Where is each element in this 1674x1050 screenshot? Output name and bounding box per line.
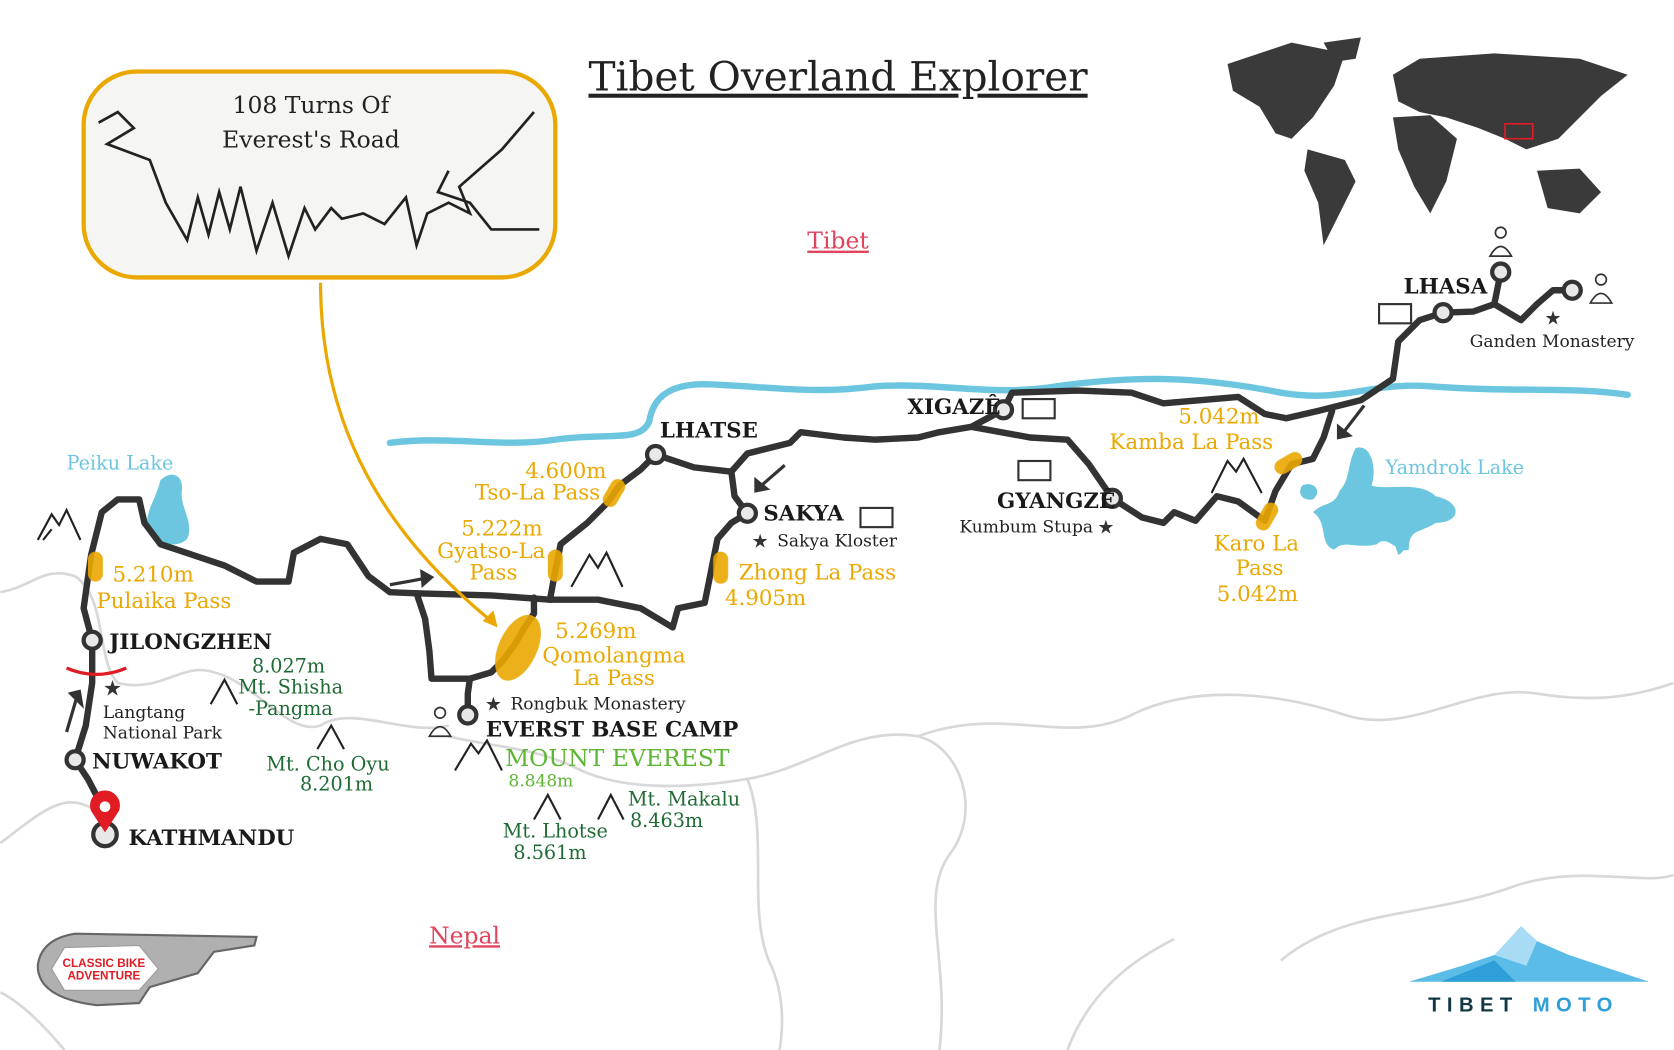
city-gyangze: GYANGZÊ <box>997 487 1115 514</box>
poi-icons: ★ ★ ★ ★ ★ <box>103 226 1614 738</box>
poi-kumbum: Kumbum Stupa <box>959 517 1093 537</box>
lake-label-peiku: Peiku Lake <box>67 452 174 475</box>
peak-makalu: Mt. Makalu <box>628 788 740 811</box>
route <box>71 268 1576 838</box>
mountain-icon <box>533 792 562 821</box>
peak-alt: 8.848m <box>508 771 573 791</box>
poi-langtang: Langtang <box>103 703 185 723</box>
pass-name: Pass <box>1236 556 1284 581</box>
star-icon: ★ <box>1544 306 1561 329</box>
city-lhasa: LHASA <box>1404 274 1488 299</box>
logo-text-moto: MOTO <box>1533 995 1619 1017</box>
logo-text-tibet: TIBET <box>1428 995 1519 1017</box>
peak-alt: 8.201m <box>300 773 373 796</box>
peak-shisha: Mt. Shisha <box>238 676 343 699</box>
city-sakya: SAKYA <box>763 502 844 527</box>
buddha-icon <box>427 226 1614 738</box>
inset-title-line2: Everest's Road <box>222 125 400 153</box>
peak-alt: 8.027m <box>252 654 325 677</box>
pass-alt: 5.222m <box>461 517 542 542</box>
city-base-camp: EVERST BASE CAMP <box>486 717 738 742</box>
star-icon: ★ <box>1097 516 1114 539</box>
poi-labels: Langtang National Park Rongbuk Monastery… <box>103 332 1635 744</box>
svg-text:CLASSIC BIKE: CLASSIC BIKE <box>63 957 146 970</box>
mountain-icon <box>1210 456 1263 494</box>
svg-text:ADVENTURE: ADVENTURE <box>67 970 140 983</box>
lake-label-yamdrok: Yamdrok Lake <box>1384 456 1524 479</box>
pass-labels: 5.210m Pulaika Pass 4.600m Tso-La Pass 5… <box>96 405 1299 691</box>
callout-arrowhead <box>482 610 498 628</box>
city-jilongzhen: JILONGZHEN <box>107 630 272 655</box>
temple-icon <box>859 303 1413 529</box>
river <box>386 375 1631 447</box>
map-title: Tibet Overland Explorer <box>588 53 1088 101</box>
pass-name: Kamba La Pass <box>1109 430 1273 455</box>
country-label-tibet: Tibet <box>807 227 869 255</box>
pass-alt: 4.905m <box>725 586 806 611</box>
pass-name: Qomolangma <box>542 644 686 669</box>
classic-bike-adventure-logo: CLASSIC BIKE ADVENTURE <box>36 932 258 1007</box>
pin-hole <box>99 801 111 813</box>
mountain-icons <box>36 456 1263 821</box>
border-crossing-line <box>65 666 127 676</box>
pass-alt: 5.042m <box>1178 405 1259 430</box>
star-icon: ★ <box>752 529 769 552</box>
pass-alt: 5.210m <box>112 563 193 588</box>
pass-name: Zhong La Pass <box>739 560 896 585</box>
yamdrok-lake <box>1300 447 1456 555</box>
peak-alt: 8.463m <box>630 809 703 832</box>
city-lhatse: LHATSE <box>660 419 758 444</box>
city-xigaze: XIGAZÊ <box>907 393 1000 420</box>
poi-sakya-kloster: Sakya Kloster <box>777 531 898 551</box>
direction-arrows <box>65 404 1366 733</box>
peak-shisha: -Pangma <box>249 697 333 720</box>
mountain-icon <box>209 677 239 705</box>
poi-langtang: National Park <box>103 723 223 743</box>
city-nodes <box>64 261 1583 849</box>
mountain-icon <box>570 550 624 588</box>
peiku-lake <box>147 474 190 545</box>
inset-title-line1: 108 Turns Of <box>233 91 392 119</box>
peak-everest: MOUNT EVEREST <box>505 744 730 772</box>
callout-arrow <box>318 282 493 623</box>
peak-alt: 8.561m <box>513 841 586 864</box>
tibetmoto-logo: TIBET MOTO <box>1408 926 1650 1017</box>
pass-name: Tso-La Pass <box>475 480 600 505</box>
pass-markers <box>87 451 1303 681</box>
pass-name: Pass <box>469 560 517 585</box>
poi-rongbuk: Rongbuk Monastery <box>510 695 685 715</box>
mountain-icon <box>36 507 82 541</box>
pass-name: Gyatso-La <box>437 539 546 564</box>
tibet-location-box <box>1504 122 1534 140</box>
city-labels: KATHMANDU NUWAKOT JILONGZHEN LHATSE SAKY… <box>92 274 1488 851</box>
pass-alt: 5.269m <box>555 619 636 644</box>
pass-alt: 5.042m <box>1217 582 1298 607</box>
country-label-nepal: Nepal <box>429 921 500 949</box>
world-map-inset <box>1227 37 1628 246</box>
mountain-icon <box>597 792 625 821</box>
inset-108-turns: 108 Turns Of Everest's Road <box>81 69 558 280</box>
peak-lhotse: Mt. Lhotse <box>503 820 608 843</box>
peak-labels: MOUNT EVEREST 8.848m 8.027m Mt. Shisha -… <box>238 654 740 864</box>
pass-name: Karo La <box>1214 532 1300 557</box>
country-borders <box>0 571 1674 1050</box>
city-nuwakot: NUWAKOT <box>92 749 222 774</box>
pass-name: La Pass <box>573 666 655 691</box>
pass-alt: 4.600m <box>525 459 606 484</box>
pass-name: Pulaika Pass <box>96 589 231 614</box>
mountain-icon <box>316 723 345 750</box>
poi-ganden: Ganden Monastery <box>1470 332 1635 352</box>
peak-cho-oyu: Mt. Cho Oyu <box>266 752 389 775</box>
star-icon: ★ <box>103 677 122 702</box>
city-kathmandu: KATHMANDU <box>128 826 294 851</box>
mountain-icon <box>454 738 503 771</box>
star-icon: ★ <box>485 693 502 716</box>
